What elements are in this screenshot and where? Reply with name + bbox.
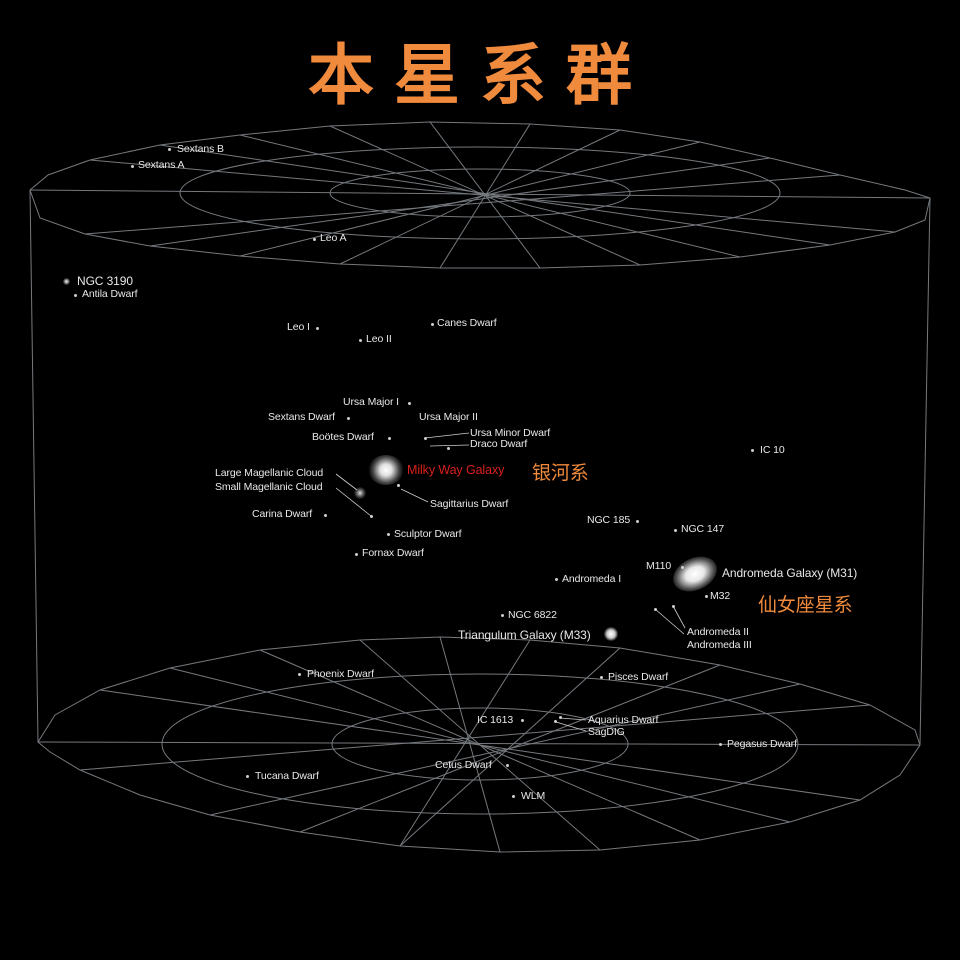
m110-dot xyxy=(681,566,684,569)
label-antila: Antila Dwarf xyxy=(82,288,138,300)
fornax-dot xyxy=(355,553,358,556)
wlm-dot xyxy=(512,795,515,798)
label-canes: Canes Dwarf xyxy=(437,317,497,329)
milky-way-glow xyxy=(368,455,404,485)
andromeda3-dot xyxy=(654,608,657,611)
draco-dot xyxy=(447,447,450,450)
sextans-b-dot xyxy=(168,148,171,151)
antila-dot xyxy=(74,294,77,297)
page-title: 本星系群 xyxy=(308,37,652,114)
label-lmc: Large Magellanic Cloud xyxy=(215,467,324,479)
sculptor-dot xyxy=(387,533,390,536)
carina-dot xyxy=(324,514,327,517)
label-milky-way: Milky Way Galaxy xyxy=(407,463,505,477)
leo1-dot xyxy=(316,327,319,330)
label-ngc6822: NGC 6822 xyxy=(508,609,557,621)
ngc6822-dot xyxy=(501,614,504,617)
label-carina: Carina Dwarf xyxy=(252,508,313,520)
canes-dot xyxy=(431,323,434,326)
tucana-dot xyxy=(246,775,249,778)
label-leo2: Leo II xyxy=(366,333,392,345)
pegasus-dot xyxy=(719,743,722,746)
andromeda1-dot xyxy=(555,578,558,581)
label-leo-a: Leo A xyxy=(320,232,347,244)
label-ngc147: NGC 147 xyxy=(681,523,725,535)
label-sagittarius: Sagittarius Dwarf xyxy=(430,498,509,510)
label-andromeda2: Andromeda II xyxy=(687,626,749,638)
label-bootes: Boötes Dwarf xyxy=(312,431,374,443)
sextans-dwarf-dot xyxy=(347,417,350,420)
label-sculptor: Sculptor Dwarf xyxy=(394,528,462,540)
smc-dot xyxy=(370,515,373,518)
ngc3190-glow xyxy=(63,278,70,285)
label-ngc3190: NGC 3190 xyxy=(77,274,133,288)
label-ursa-minor: Ursa Minor Dwarf xyxy=(470,427,551,439)
leo-a-dot xyxy=(313,238,316,241)
label-triangulum: Triangulum Galaxy (M33) xyxy=(458,628,591,642)
label-ursa-major1: Ursa Major I xyxy=(343,396,399,408)
andromeda2-dot xyxy=(672,605,675,608)
label-milky-way-cn: 银河系 xyxy=(532,462,589,484)
bootes-dot xyxy=(388,437,391,440)
label-ic1613: IC 1613 xyxy=(477,714,514,726)
label-fornax: Fornax Dwarf xyxy=(362,547,424,559)
label-andromeda1: Andromeda I xyxy=(562,573,622,585)
label-tucana: Tucana Dwarf xyxy=(255,770,319,782)
label-ic10: IC 10 xyxy=(760,444,785,456)
cetus-dot xyxy=(506,764,509,767)
label-pisces: Pisces Dwarf xyxy=(608,671,669,683)
label-andromeda: Andromeda Galaxy (M31) xyxy=(722,566,858,580)
sextans-a-dot xyxy=(131,165,134,168)
ursa-minor-dot xyxy=(424,437,427,440)
sagdig-dot xyxy=(554,720,557,723)
label-andromeda3: Andromeda III xyxy=(687,639,752,651)
label-sagdig: SagDIG xyxy=(588,726,625,738)
m32-dot xyxy=(705,595,708,598)
label-sextans-a: Sextans A xyxy=(138,159,185,171)
label-wlm: WLM xyxy=(521,790,546,802)
label-m110: M110 xyxy=(646,560,672,572)
sagittarius-dot xyxy=(397,484,400,487)
ic1613-dot xyxy=(521,719,524,722)
label-cetus: Cetus Dwarf xyxy=(435,759,492,771)
label-aquarius: Aquarius Dwarf xyxy=(588,714,659,726)
label-pegasus: Pegasus Dwarf xyxy=(727,738,797,750)
phoenix-dot xyxy=(298,673,301,676)
ursa-major1-dot xyxy=(408,402,411,405)
triangulum-glow xyxy=(604,627,618,641)
ngc185-dot xyxy=(636,520,639,523)
label-m32: M32 xyxy=(710,590,731,602)
label-smc: Small Magellanic Cloud xyxy=(215,481,323,493)
label-sextans-dwarf: Sextans Dwarf xyxy=(268,411,335,423)
aquarius-dot xyxy=(559,716,562,719)
label-ngc185: NGC 185 xyxy=(587,514,631,526)
lmc-glow xyxy=(354,487,366,499)
leo2-dot xyxy=(359,339,362,342)
label-sextans-b: Sextans B xyxy=(177,143,224,155)
ngc147-dot xyxy=(674,529,677,532)
label-leo1: Leo I xyxy=(287,321,310,333)
label-phoenix: Phoenix Dwarf xyxy=(307,668,374,680)
label-draco: Draco Dwarf xyxy=(470,438,528,450)
pisces-dot xyxy=(600,676,603,679)
label-andromeda-cn: 仙女座星系 xyxy=(758,594,853,616)
label-ursa-major2: Ursa Major II xyxy=(419,411,478,423)
ic10-dot xyxy=(751,449,754,452)
